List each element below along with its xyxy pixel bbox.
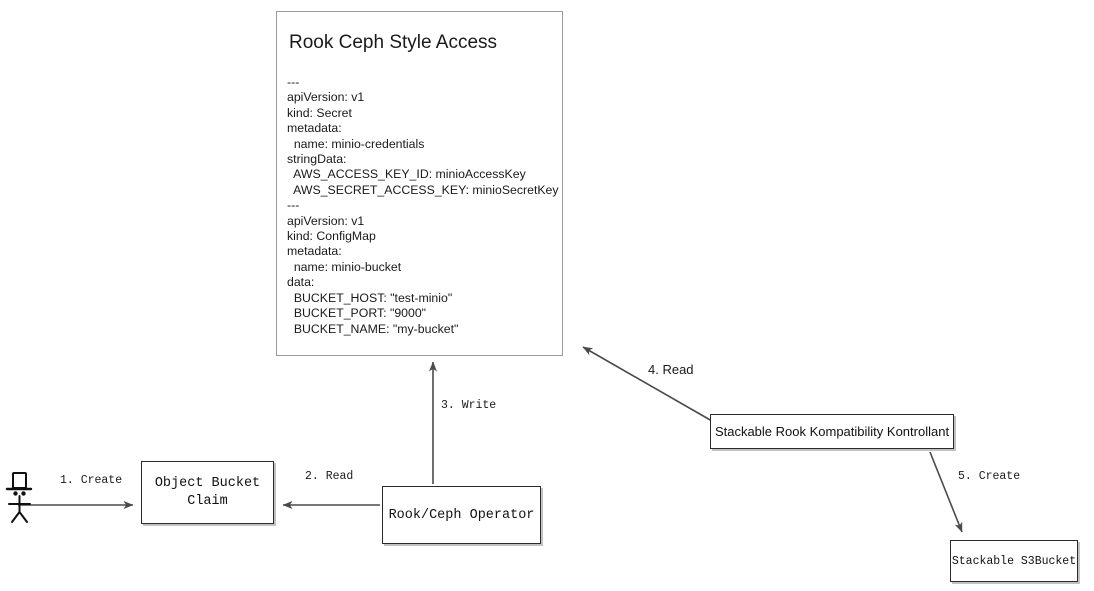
node-object-bucket-claim-label: Object Bucket Claim xyxy=(154,475,261,509)
node-rook-ceph-operator[interactable]: Rook/Ceph Operator xyxy=(382,486,541,544)
edge-create-srkk-to-s3bucket xyxy=(929,451,963,533)
edge-label-2-read: 2. Read xyxy=(305,470,354,483)
edge-label-5-create: 5. Create xyxy=(958,470,1021,483)
edge-label-3-write: 3. Write xyxy=(441,399,497,412)
edge-label-1-create: 1. Create xyxy=(60,474,123,487)
rook-ceph-style-access-panel: Rook Ceph Style Access --- apiVersion: v… xyxy=(276,11,563,356)
edge-read-srkk-to-yaml xyxy=(582,346,713,422)
node-stackable-s3bucket-label: Stackable S3Bucket xyxy=(951,554,1077,568)
node-rook-ceph-operator-label: Rook/Ceph Operator xyxy=(388,507,535,523)
panel-title: Rook Ceph Style Access xyxy=(289,32,498,53)
edge-label-4-read: 4. Read xyxy=(648,362,694,377)
node-stackable-rook-kompatibility-kontrollant[interactable]: Stackable Rook Kompatibility Kontrollant xyxy=(710,414,954,449)
node-stackable-s3bucket[interactable]: Stackable S3Bucket xyxy=(950,540,1078,582)
stick-figure-with-top-hat-icon xyxy=(5,472,33,523)
panel-yaml-content: --- apiVersion: v1 kind: Secret metadata… xyxy=(287,75,559,336)
node-object-bucket-claim[interactable]: Object Bucket Claim xyxy=(141,461,274,524)
node-srkk-label: Stackable Rook Kompatibility Kontrollant xyxy=(714,424,950,439)
